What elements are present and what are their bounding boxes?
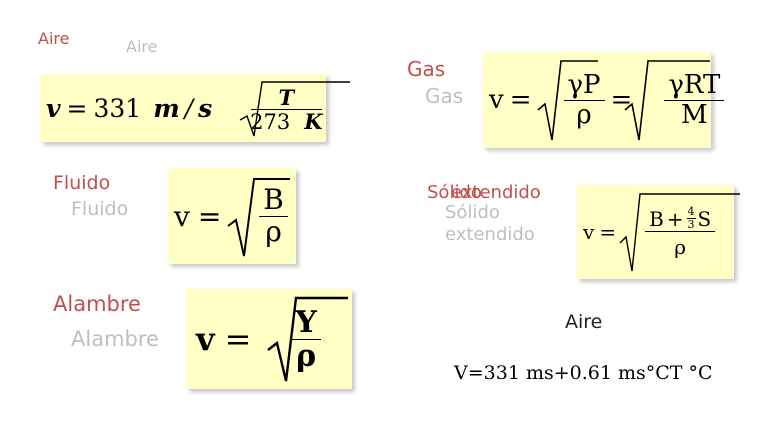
sqrt-sign: [619, 193, 740, 272]
formula-equals: =: [599, 220, 617, 244]
formula-unit-s: s: [198, 93, 213, 123]
wire-label-gray: Alambre: [71, 327, 159, 351]
small-fraction-numerator: 4: [686, 204, 696, 219]
fraction-denominator-2: M: [681, 99, 708, 130]
solid-label-gray-2: extendido: [445, 224, 535, 245]
fluid-label-red: Fluido: [53, 172, 111, 194]
formula-unit-m: m: [153, 93, 180, 123]
formula-lhs: v: [196, 320, 215, 358]
sqrt-sign: [267, 296, 348, 382]
fraction-numerator: γP: [563, 71, 605, 101]
fraction-numerator-s: S: [697, 206, 712, 231]
fraction-denominator: ρ: [296, 338, 317, 374]
temperature-speed-formula: V=331 ms+0.61 ms°CT °C: [454, 362, 713, 384]
formula-equals: =: [66, 93, 88, 123]
sqrt-sign-2: [624, 60, 710, 141]
fraction-denominator: ρ: [576, 99, 592, 130]
solid-label-red-b: extendido: [451, 182, 541, 203]
formula-lhs: v: [46, 93, 61, 123]
air-speed-formula: v = 331 m / s T 273 K: [40, 74, 350, 142]
formula-lhs: v: [583, 220, 595, 244]
sqrt-sign: [537, 60, 598, 141]
formula-lhs: v: [489, 85, 504, 115]
sqrt-sign: [227, 178, 290, 257]
sqrt-sign: [239, 81, 350, 137]
fraction-numerator-2: γRT: [664, 71, 725, 101]
fluid-speed-formula: v = B ρ: [168, 168, 296, 264]
fluid-label-gray: Fluido: [71, 198, 129, 220]
solid-label-gray-1: Sólido: [445, 202, 500, 223]
gas-speed-formula: v = γP ρ = γRT M: [483, 52, 725, 148]
solid-label-red-a: Sólido: [427, 182, 482, 203]
air-label-bottom: Aire: [565, 311, 603, 333]
gas-label-red: Gas: [407, 57, 446, 81]
fraction-numerator: Y: [291, 306, 321, 340]
fraction-numerator-plus: +: [666, 206, 684, 231]
fraction-numerator: T: [250, 86, 323, 110]
gas-label-gray: Gas: [425, 84, 464, 108]
formula-equals: =: [197, 199, 222, 233]
small-fraction-denominator: 3: [687, 218, 695, 231]
fraction-denominator-unit: K: [304, 109, 323, 134]
fraction-numerator-b: B: [649, 206, 664, 231]
air-label-red: Aire: [38, 29, 70, 48]
fraction-numerator: B: [259, 184, 288, 217]
fraction-denominator: ρ: [265, 214, 282, 248]
formula-equals: =: [509, 85, 532, 115]
fraction-denominator: ρ: [674, 235, 687, 260]
wire-speed-formula: v = Y ρ: [186, 289, 352, 389]
wire-label-red: Alambre: [53, 292, 141, 316]
formula-lhs: v: [174, 199, 190, 233]
air-label-gray: Aire: [126, 37, 158, 56]
extended-solid-speed-formula: v = B + 4 3 S ρ: [577, 185, 740, 279]
formula-equals: =: [224, 320, 252, 358]
formula-coefficient: 331: [93, 93, 142, 123]
fraction-denominator: 273: [250, 110, 291, 134]
formula-slash: /: [184, 93, 194, 123]
